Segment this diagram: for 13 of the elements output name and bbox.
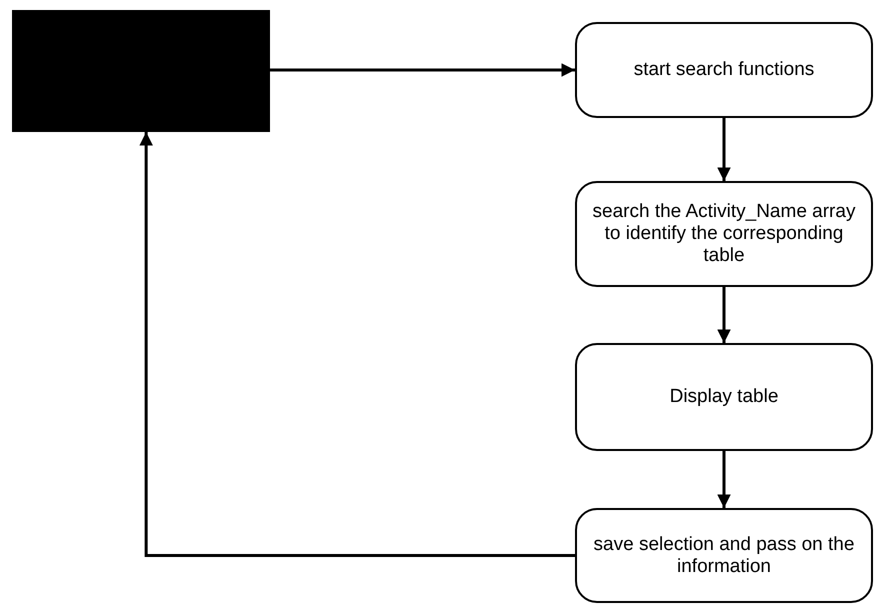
box-text: Display table <box>668 386 780 408</box>
process-box <box>575 22 873 118</box>
box-text: save selection and pass on the information <box>592 534 856 578</box>
box-text: search the Activity_Name array to identify the corresponding table <box>592 201 856 267</box>
process-box <box>575 508 873 603</box>
process-box <box>575 181 873 287</box>
arrow <box>717 451 731 508</box>
process-box <box>575 343 873 451</box>
arrow <box>717 287 731 343</box>
filled-box <box>12 10 270 132</box>
arrow <box>270 63 575 77</box>
arrow <box>717 118 731 181</box>
box-text: start search functions <box>632 59 816 81</box>
